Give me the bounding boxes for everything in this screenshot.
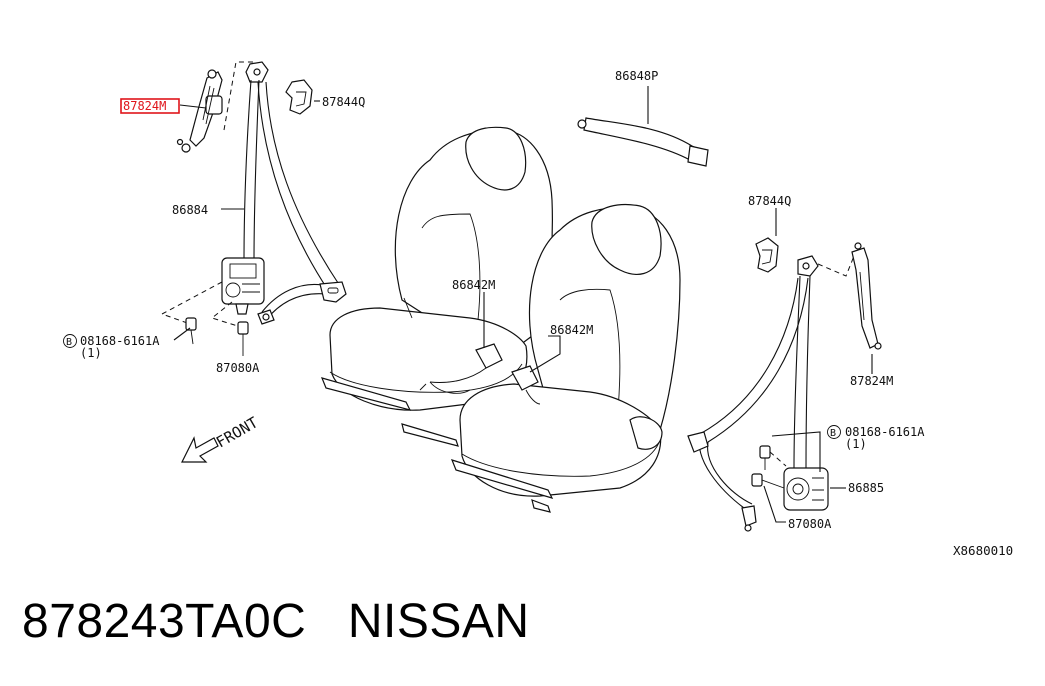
tongue-right xyxy=(687,431,709,453)
highlight-box xyxy=(120,98,180,114)
bolt-right xyxy=(759,445,771,470)
brand-name: NISSAN xyxy=(347,595,530,648)
bolt-marker-right: B xyxy=(830,428,836,439)
tongue-left xyxy=(319,281,347,303)
label-86842m-b: 86842M xyxy=(550,323,593,337)
diagram-reference-code: X8680010 xyxy=(953,543,1014,558)
buckle-driver xyxy=(419,343,503,394)
part-number: 878243TA0C xyxy=(22,595,307,648)
bolt-87080a-left xyxy=(237,321,249,356)
label-87824m-left: 87824M xyxy=(123,99,166,113)
label-86842m-a: 86842M xyxy=(452,278,495,292)
cover-left xyxy=(285,79,313,115)
buckle-passenger xyxy=(511,365,541,405)
front-label: FRONT xyxy=(213,413,261,451)
front-direction-indicator: FRONT xyxy=(181,413,261,463)
bolt-left xyxy=(185,317,197,345)
label-87824m-right: 87824M xyxy=(850,374,893,388)
height-adjuster-right xyxy=(851,242,882,350)
retractor-right xyxy=(783,467,829,511)
callout-labels: 87824M 87844Q 86848P 86884 86842M 86842M… xyxy=(63,69,925,531)
label-bolt-left-code: 08168-6161A xyxy=(80,334,160,348)
passenger-seat xyxy=(450,203,681,513)
left-seat-belt-assembly xyxy=(160,61,347,356)
label-87080a-left: 87080A xyxy=(216,361,260,375)
label-bolt-left-qty: (1) xyxy=(80,346,102,360)
driver-seat xyxy=(320,126,553,447)
lower-anchor-left xyxy=(257,309,275,325)
label-87844q-left: 87844Q xyxy=(322,95,365,109)
label-87080a-right: 87080A xyxy=(788,517,832,531)
bolt-87080a-right xyxy=(751,473,785,489)
label-87844q-right: 87844Q xyxy=(748,194,791,208)
front-seats xyxy=(320,126,681,513)
upper-anchor-right xyxy=(797,255,819,277)
bolt-marker-left: B xyxy=(66,337,72,348)
label-bolt-right-code: 08168-6161A xyxy=(845,425,925,439)
right-seat-belt-assembly xyxy=(687,208,882,532)
label-86885: 86885 xyxy=(848,481,884,495)
height-adjuster-left xyxy=(176,69,223,153)
label-bolt-right-qty: (1) xyxy=(845,437,867,451)
rear-belt-86848p xyxy=(577,86,709,167)
label-86884: 86884 xyxy=(172,203,208,217)
lower-anchor-right xyxy=(741,505,757,532)
upper-anchor-left xyxy=(245,61,269,83)
retractor-left xyxy=(221,257,265,315)
part-caption: 878243TA0C NISSAN xyxy=(22,598,530,646)
label-86848p: 86848P xyxy=(615,69,658,83)
cover-right xyxy=(755,237,779,273)
